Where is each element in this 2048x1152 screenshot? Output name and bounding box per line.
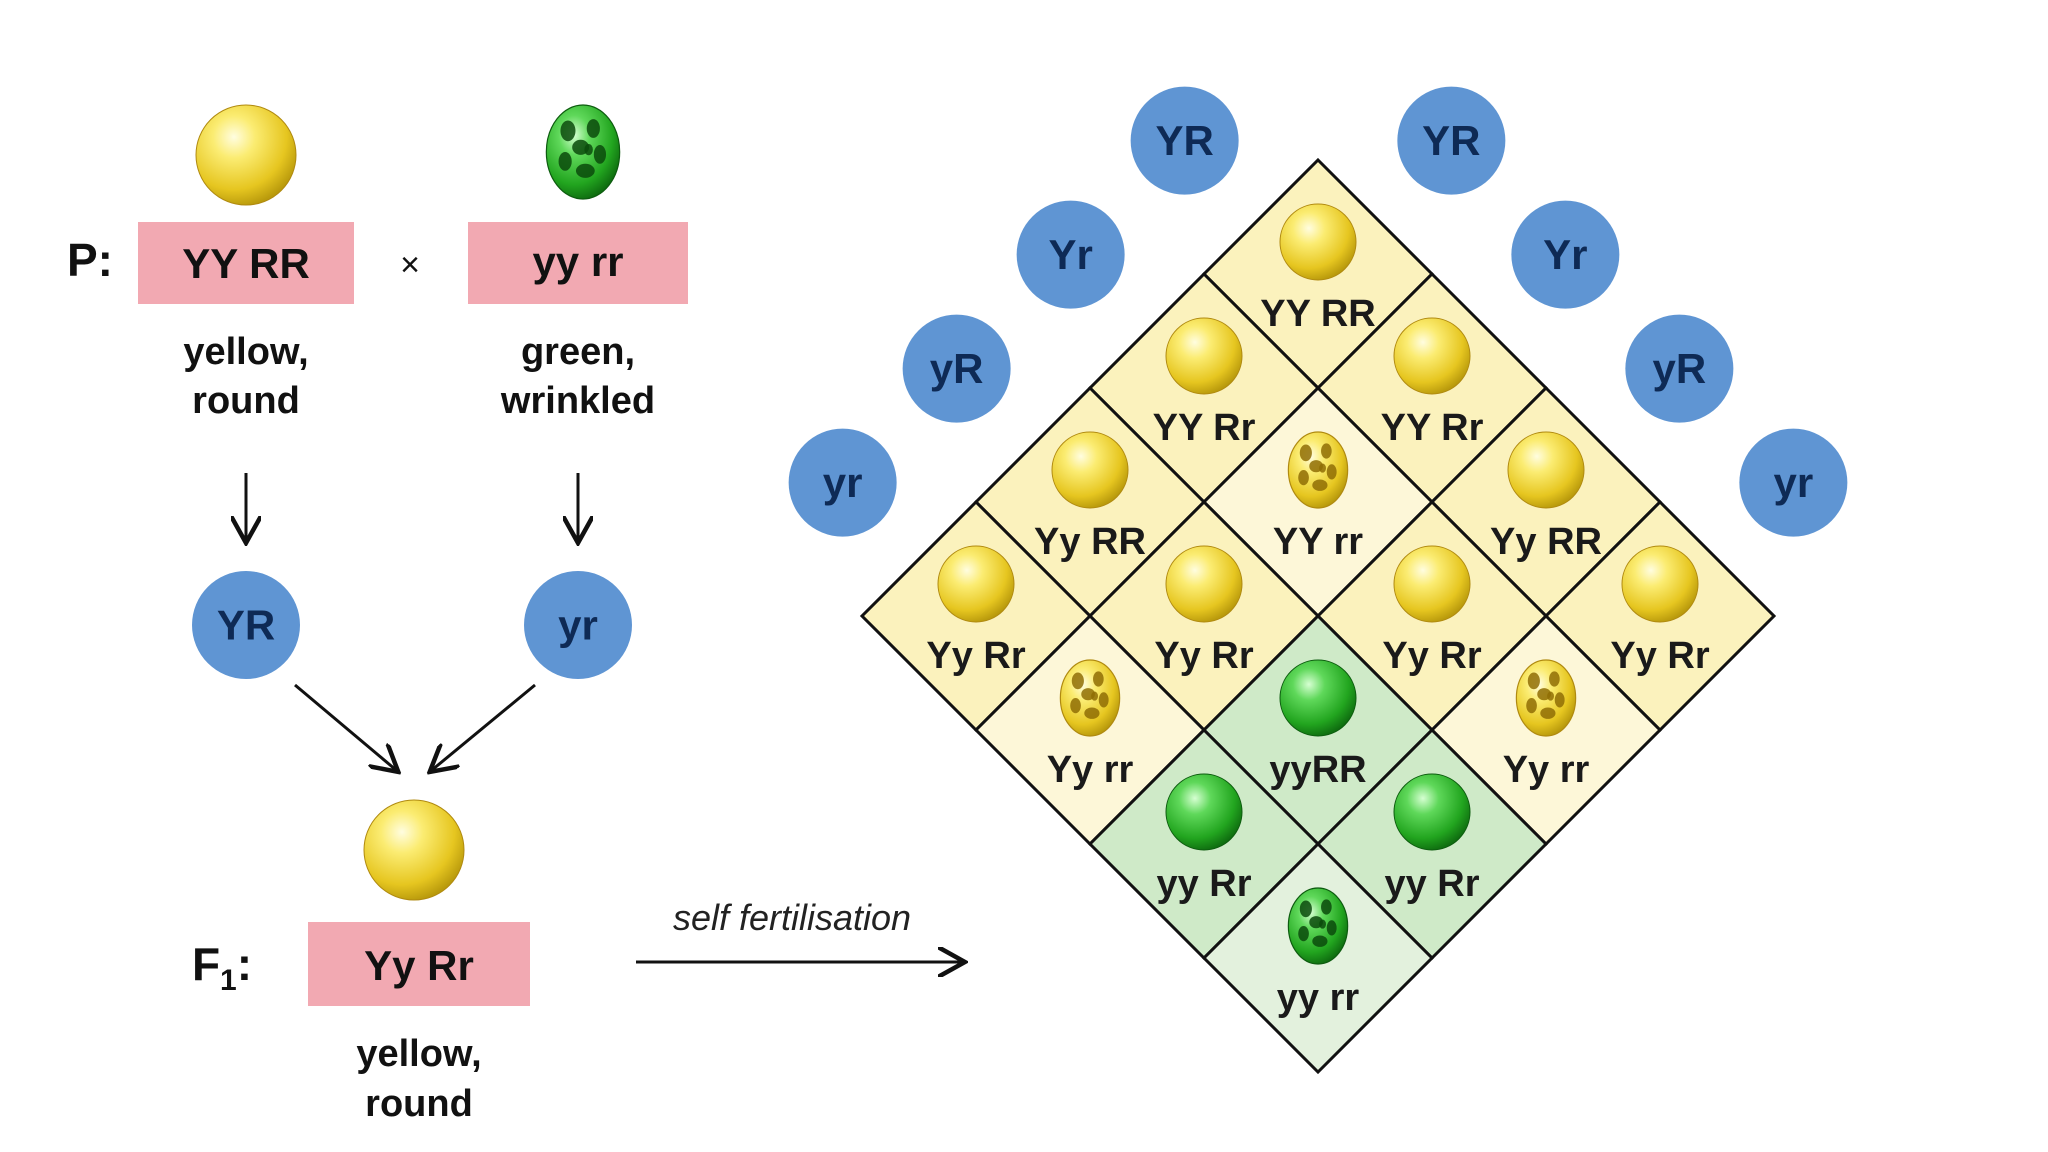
punnett-genotype: yy Rr xyxy=(1384,863,1479,905)
punnett-genotype: Yy Rr xyxy=(1382,635,1481,677)
gamete-circle xyxy=(902,314,1011,423)
p-label: P: xyxy=(67,234,113,286)
gamete-right-label: yr xyxy=(558,602,598,649)
f1-genotype-box xyxy=(308,922,530,1006)
green-wrinkled-seed-icon xyxy=(1287,887,1349,965)
yellow-round-seed-icon xyxy=(1507,431,1585,509)
gamete-circle xyxy=(1397,86,1506,195)
punnett-genotype: Yy Rr xyxy=(926,635,1025,677)
f1-label: F1: xyxy=(192,938,252,997)
punnett-genotype: Yy Rr xyxy=(1154,635,1253,677)
yellow-round-seed-icon xyxy=(1393,317,1471,395)
green-round-seed-icon xyxy=(1279,659,1357,737)
self-fertilisation-label: self fertilisation xyxy=(673,897,911,938)
punnett-cell: yy rr xyxy=(1201,841,1435,1075)
punnett-genotype: yy Rr xyxy=(1156,863,1251,905)
gamete-col-label: YR xyxy=(1422,117,1480,164)
gamete-col-label: yR xyxy=(1653,345,1707,392)
gamete-circle-col: yr xyxy=(1739,428,1848,537)
punnett-genotype: yy rr xyxy=(1277,977,1360,1019)
f1-label-main: F xyxy=(192,938,220,990)
genotype-right: yy rr xyxy=(532,238,623,285)
yellow-round-seed-icon xyxy=(1165,317,1243,395)
gamete-circle-row: Yr xyxy=(1016,200,1125,309)
yellow-wrinkled-seed-icon xyxy=(1287,431,1349,509)
converge-arrow-left-icon xyxy=(294,683,396,770)
punnett-genotype: YY Rr xyxy=(1153,407,1256,449)
punnett-genotype: Yy RR xyxy=(1034,521,1146,563)
gamete-circle-col: Yr xyxy=(1511,200,1620,309)
punnett-genotype: Yy Rr xyxy=(1610,635,1709,677)
f1-yellow-round-seed-icon xyxy=(363,799,465,901)
gamete-circle-row: YR xyxy=(1130,86,1239,195)
gamete-row-label: YR xyxy=(1155,117,1213,164)
punnett-genotype: yyRR xyxy=(1269,749,1366,791)
converge-arrow-right-icon xyxy=(432,683,536,770)
punnett-square: YY RR YY Rr Yy RR Yy Rr YY Rr YY rr Yy Rr Yy rr… xyxy=(788,86,1848,1075)
genotype-left: YY RR xyxy=(182,240,310,287)
punnett-genotype: YY Rr xyxy=(1381,407,1484,449)
gamete-circle xyxy=(1739,428,1848,537)
gamete-circle-col: yR xyxy=(1625,314,1734,423)
phenotype-left-line1: yellow, xyxy=(183,331,308,373)
gamete-circle-row: yR xyxy=(902,314,1011,423)
yellow-round-seed-icon xyxy=(1165,545,1243,623)
punnett-genotype: Yy rr xyxy=(1047,749,1134,791)
gamete-circle-col: YR xyxy=(1397,86,1506,195)
gamete-circle-right xyxy=(524,571,632,679)
yellow-round-seed-icon xyxy=(1393,545,1471,623)
gamete-row-label: yR xyxy=(930,345,984,392)
yellow-wrinkled-seed-icon xyxy=(1059,659,1121,737)
yellow-wrinkled-seed-icon xyxy=(1515,659,1577,737)
gamete-col-label: Yr xyxy=(1543,231,1587,278)
f1-phenotype-line2: round xyxy=(365,1083,473,1125)
green-round-seed-icon xyxy=(1393,773,1471,851)
f1-label-colon: : xyxy=(237,938,252,990)
genotype-box-left xyxy=(138,222,354,304)
parental-cross: P: YY RR × yy rr yellow, round green, wr… xyxy=(67,104,962,1125)
phenotype-left-line2: round xyxy=(192,380,300,422)
yellow-round-seed-icon xyxy=(1621,545,1699,623)
green-round-seed-icon xyxy=(1165,773,1243,851)
f1-genotype: Yy Rr xyxy=(364,942,474,989)
gamete-left-label: YR xyxy=(217,602,275,649)
gamete-circle-left xyxy=(192,571,300,679)
yellow-round-seed-icon xyxy=(937,545,1015,623)
punnett-genotype: Yy rr xyxy=(1503,749,1590,791)
f1-label-subscript: 1 xyxy=(220,964,237,997)
yellow-round-seed-icon xyxy=(1279,203,1357,281)
gamete-circle xyxy=(1511,200,1620,309)
gamete-col-label: yr xyxy=(1774,459,1814,506)
punnett-genotype: YY RR xyxy=(1260,293,1375,335)
gamete-circle xyxy=(1130,86,1239,195)
gamete-row-label: yr xyxy=(823,459,863,506)
punnett-genotype: Yy RR xyxy=(1490,521,1602,563)
yellow-round-seed-icon xyxy=(1051,431,1129,509)
gamete-circle xyxy=(1016,200,1125,309)
gamete-row-label: Yr xyxy=(1048,231,1092,278)
f1-phenotype-line1: yellow, xyxy=(356,1033,481,1075)
cross-symbol: × xyxy=(400,246,420,284)
punnett-genotype: YY rr xyxy=(1273,521,1363,563)
phenotype-right-line1: green, xyxy=(521,331,635,373)
green-wrinkled-seed-icon xyxy=(545,104,621,200)
yellow-round-seed-icon xyxy=(195,104,297,206)
gamete-circle-row: yr xyxy=(788,428,897,537)
gamete-circle xyxy=(1625,314,1734,423)
gamete-circle xyxy=(788,428,897,537)
phenotype-right-line2: wrinkled xyxy=(500,380,655,422)
genotype-box-right xyxy=(468,222,688,304)
